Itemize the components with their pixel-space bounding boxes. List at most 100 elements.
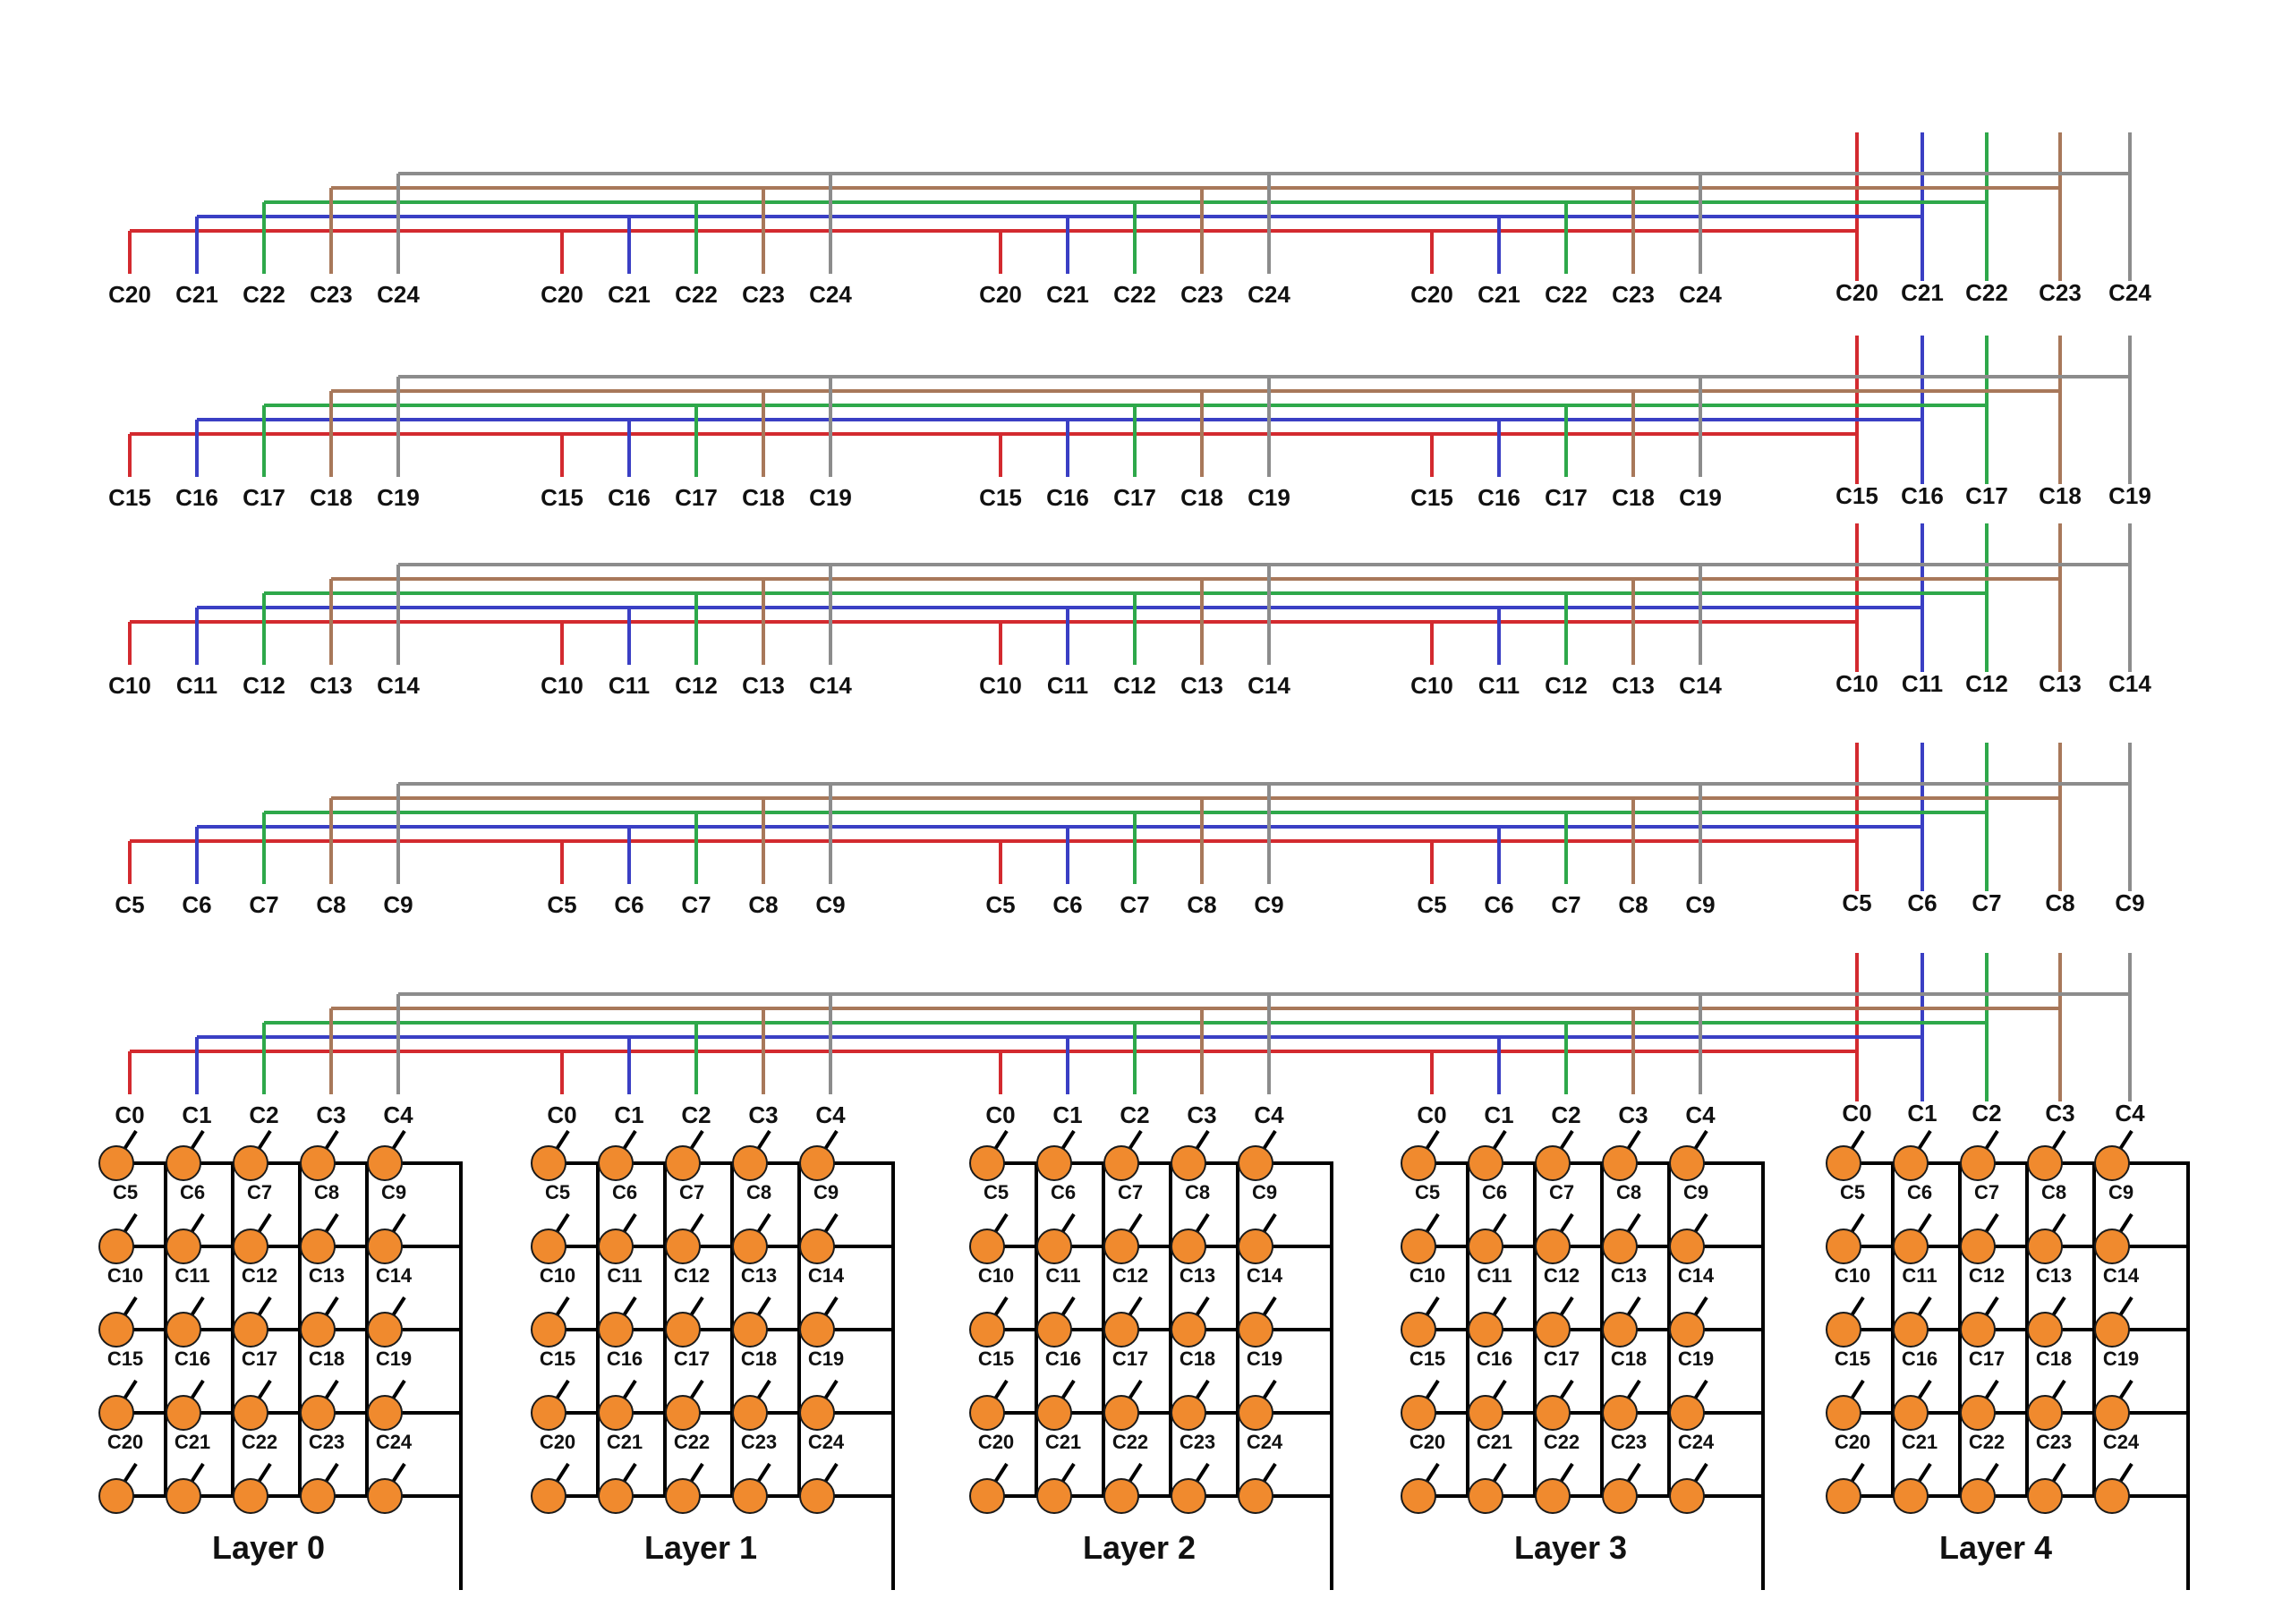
label-C9-trunk: C9 xyxy=(2115,889,2144,916)
led-label-C20: C20 xyxy=(1410,1431,1445,1453)
led xyxy=(665,1145,701,1181)
label-C23-group-0: C23 xyxy=(310,281,353,308)
led-label-C17: C17 xyxy=(1969,1348,2005,1370)
led xyxy=(1669,1145,1705,1181)
label-C6-group-2: C6 xyxy=(1052,891,1082,918)
led xyxy=(1893,1145,1929,1181)
label-C8-trunk: C8 xyxy=(2045,889,2074,916)
label-C8-group-2: C8 xyxy=(1187,891,1216,918)
led-label-C6: C6 xyxy=(1051,1181,1076,1203)
label-C2-trunk: C2 xyxy=(1972,1100,2001,1127)
led xyxy=(799,1395,835,1431)
label-C1-trunk: C1 xyxy=(1907,1100,1937,1127)
led-label-C20: C20 xyxy=(540,1431,575,1453)
led xyxy=(531,1395,566,1431)
label-C4-group-1: C4 xyxy=(815,1101,846,1128)
label-C15-group-0: C15 xyxy=(108,484,151,511)
label-C9-group-0: C9 xyxy=(383,891,413,918)
label-C15-trunk: C15 xyxy=(1835,482,1878,509)
led xyxy=(367,1478,403,1514)
led-label-C18: C18 xyxy=(1611,1348,1647,1370)
led-label-C19: C19 xyxy=(1247,1348,1282,1370)
label-C16-group-1: C16 xyxy=(608,484,651,511)
led xyxy=(665,1478,701,1514)
led xyxy=(665,1229,701,1264)
label-C3-trunk: C3 xyxy=(2045,1100,2074,1127)
led-label-C12: C12 xyxy=(1112,1264,1148,1287)
led xyxy=(2027,1478,2063,1514)
led xyxy=(166,1478,201,1514)
label-C20-group-0: C20 xyxy=(108,281,151,308)
label-C19-group-2: C19 xyxy=(1248,484,1290,511)
label-C20-group-2: C20 xyxy=(979,281,1022,308)
label-C18-group-3: C18 xyxy=(1612,484,1655,511)
led xyxy=(1171,1229,1206,1264)
led xyxy=(969,1312,1005,1348)
led-label-C22: C22 xyxy=(1112,1431,1148,1453)
led xyxy=(732,1395,768,1431)
led-label-C11: C11 xyxy=(1477,1264,1512,1287)
led-label-C23: C23 xyxy=(309,1431,345,1453)
label-C17-group-1: C17 xyxy=(675,484,718,511)
label-C11-group-1: C11 xyxy=(609,672,650,699)
label-C5-group-3: C5 xyxy=(1417,891,1446,918)
label-C16-group-2: C16 xyxy=(1046,484,1089,511)
led-label-C5: C5 xyxy=(1415,1181,1440,1203)
led-label-C5: C5 xyxy=(1840,1181,1865,1203)
label-C5-group-0: C5 xyxy=(115,891,144,918)
led xyxy=(1036,1312,1072,1348)
led-label-C10: C10 xyxy=(107,1264,143,1287)
label-C21-trunk: C21 xyxy=(1901,279,1944,306)
led-label-C20: C20 xyxy=(1835,1431,1870,1453)
led xyxy=(98,1312,134,1348)
label-C14-group-1: C14 xyxy=(809,672,852,699)
led-label-C13: C13 xyxy=(309,1264,345,1287)
led xyxy=(531,1312,566,1348)
led xyxy=(969,1395,1005,1431)
label-C24-group-0: C24 xyxy=(377,281,420,308)
led-label-C18: C18 xyxy=(1180,1348,1215,1370)
led xyxy=(1826,1145,1861,1181)
led-label-C21: C21 xyxy=(607,1431,643,1453)
led-label-C5: C5 xyxy=(113,1181,138,1203)
label-C10-group-2: C10 xyxy=(979,672,1022,699)
label-C13-trunk: C13 xyxy=(2039,670,2082,697)
label-C19-group-3: C19 xyxy=(1679,484,1722,511)
led xyxy=(2094,1229,2130,1264)
led xyxy=(1893,1312,1929,1348)
led-label-C9: C9 xyxy=(813,1181,839,1203)
led-label-C14: C14 xyxy=(1678,1264,1715,1287)
led xyxy=(1468,1478,1503,1514)
label-C23-group-1: C23 xyxy=(742,281,785,308)
led-label-C16: C16 xyxy=(1902,1348,1938,1370)
led-label-C21: C21 xyxy=(1902,1431,1938,1453)
label-C13-group-0: C13 xyxy=(310,672,353,699)
label-C12-trunk: C12 xyxy=(1965,670,2008,697)
label-C3-group-3: C3 xyxy=(1618,1101,1648,1128)
led xyxy=(2027,1395,2063,1431)
led-label-C14: C14 xyxy=(376,1264,413,1287)
label-C2-group-0: C2 xyxy=(249,1101,278,1128)
led xyxy=(531,1478,566,1514)
led xyxy=(799,1145,835,1181)
led xyxy=(1893,1395,1929,1431)
led xyxy=(1893,1229,1929,1264)
label-C0-group-3: C0 xyxy=(1417,1101,1446,1128)
led-label-C15: C15 xyxy=(540,1348,575,1370)
led xyxy=(1960,1312,1996,1348)
led xyxy=(367,1312,403,1348)
led-label-C24: C24 xyxy=(808,1431,845,1453)
led-label-C16: C16 xyxy=(607,1348,643,1370)
label-C10-group-1: C10 xyxy=(541,672,583,699)
led-label-C7: C7 xyxy=(1118,1181,1143,1203)
led xyxy=(1960,1145,1996,1181)
label-C12-group-2: C12 xyxy=(1113,672,1156,699)
led xyxy=(166,1229,201,1264)
led xyxy=(1238,1229,1273,1264)
led-label-C23: C23 xyxy=(2036,1431,2072,1453)
label-C15-group-3: C15 xyxy=(1410,484,1453,511)
label-C5-group-1: C5 xyxy=(547,891,576,918)
